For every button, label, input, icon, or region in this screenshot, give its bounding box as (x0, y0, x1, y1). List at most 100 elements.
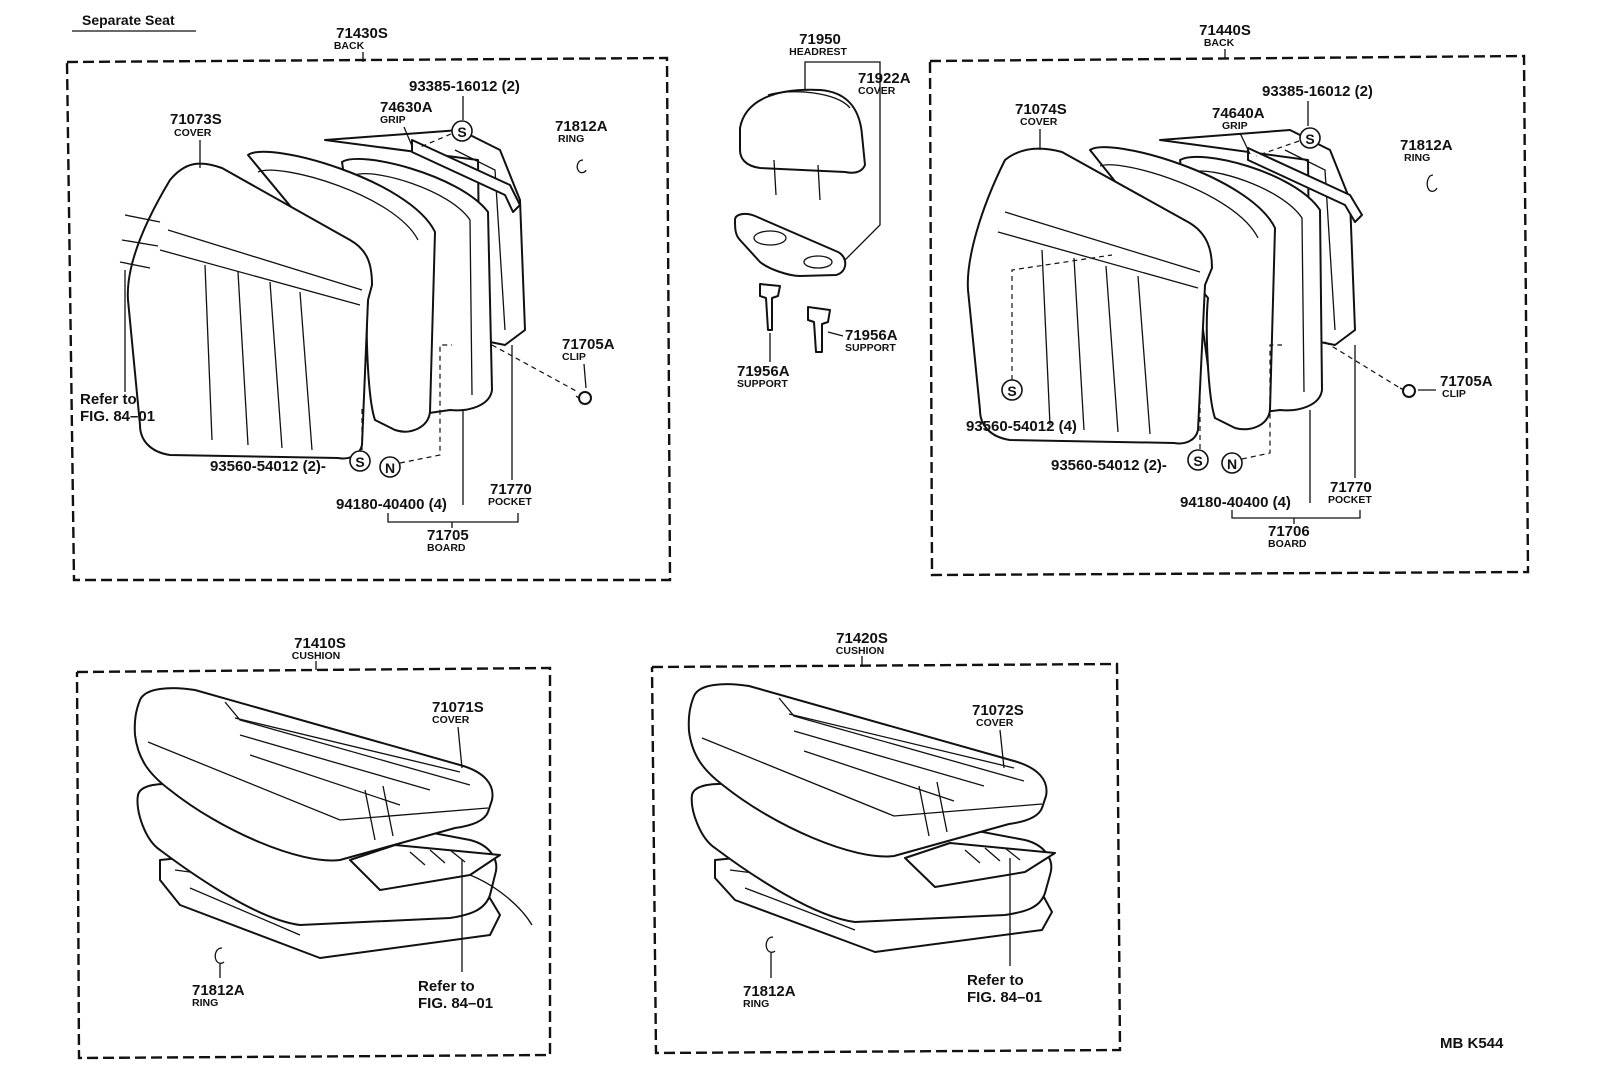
back-right-group: 71440S BACK 71074S COVER (928, 22, 1530, 577)
back-left-clip-label: CLIP (562, 351, 586, 363)
headrest-support-right-label: SUPPORT (845, 342, 896, 354)
cushion-left-cover (133, 687, 494, 862)
cushion-left-assy-part: 71410S (294, 635, 346, 652)
cushion-left-ring-label: RING (192, 997, 218, 1009)
back-right-board-label: BOARD (1268, 538, 1307, 550)
cushion-right-group: 71420S CUSHION 71072S COVER (650, 630, 1122, 1055)
back-left-group: 71430S BACK (65, 25, 672, 582)
back-left-grip (411, 139, 521, 213)
cushion-left-cover-part: 71071S (432, 699, 484, 716)
back-right-board-bracket (1231, 510, 1361, 519)
back-right-screw-part: 93385-16012 (2) (1262, 83, 1373, 100)
cushion-left-refer-line2: FIG. 84–01 (418, 995, 493, 1012)
back-right-assy-part: 71440S (1199, 22, 1251, 39)
cushion-right-frame (650, 662, 1122, 1055)
headrest-support-left-label: SUPPORT (737, 378, 788, 390)
back-left-clip-shape (575, 391, 592, 405)
back-right-screw-b-symbol-text: S (1193, 453, 1202, 469)
cushion-right-refer-line1: Refer to (967, 972, 1024, 989)
back-right-screw-a-symbol: S (1001, 379, 1023, 401)
back-left-pocket-part: 71770 (490, 481, 532, 498)
back-right-grip-part: 74640A (1212, 105, 1265, 122)
back-right-ring-part: 71812A (1400, 137, 1453, 154)
back-right-screw-symbol-text: S (1305, 131, 1314, 147)
back-right-clip-dash (1324, 341, 1401, 389)
headrest-assy-part: 71950 (799, 31, 841, 48)
back-right-grip-label: GRIP (1222, 120, 1248, 132)
back-left-cover-label: COVER (174, 127, 212, 139)
back-right-nut-symbol: N (1221, 452, 1243, 474)
back-left-screw2-symbol: S (349, 450, 371, 472)
cushion-left-refer-line1: Refer to (418, 978, 475, 995)
back-left-screw-symbol-text: S (457, 124, 466, 140)
back-right-screw-a-dash (1011, 254, 1113, 380)
back-left-nut-dash (399, 344, 452, 464)
back-right-nut-symbol-text: N (1227, 456, 1237, 472)
headrest-assy-label: HEADREST (789, 46, 847, 58)
headrest-support-left-part: 71956A (737, 363, 790, 380)
cushion-right-assy-part: 71420S (836, 630, 888, 647)
back-left-frame (65, 56, 672, 582)
back-right-screw-dash (1255, 140, 1300, 157)
back-left-ring-label: RING (558, 133, 584, 145)
back-left-cover (119, 162, 373, 460)
cushion-right-cover-part: 71072S (972, 702, 1024, 719)
back-left-board-bracket (387, 513, 519, 523)
back-left-ring-shape (576, 159, 587, 174)
back-left-nut-part: 94180-40400 (4) (336, 496, 447, 513)
back-left-clip-dash (491, 344, 579, 393)
back-right-frame (928, 54, 1530, 577)
back-left-board-label: BOARD (427, 542, 466, 554)
headrest-assy-bracket (804, 61, 881, 266)
back-right-nut-part: 94180-40400 (4) (1180, 494, 1291, 511)
cushion-right-cover (687, 683, 1048, 858)
back-right-grip (1247, 147, 1363, 223)
back-left-pad (247, 150, 436, 433)
back-left-clip-leader (583, 363, 587, 389)
back-left-assy-label: BACK (334, 40, 365, 52)
back-left-nut-symbol: N (379, 456, 401, 478)
headrest-cover-part: 71922A (858, 70, 911, 87)
back-left-assy-part: 71430S (336, 25, 388, 42)
diagram-title: Separate Seat (82, 12, 175, 28)
back-right-clip-label: CLIP (1442, 388, 1466, 400)
back-right-pad (1089, 146, 1276, 431)
cushion-left-ring-part: 71812A (192, 982, 245, 999)
back-right-clip-part: 71705A (1440, 373, 1493, 390)
cushion-right-cover-leader (999, 729, 1005, 769)
back-left-screw2-symbol-text: S (355, 454, 364, 470)
cushion-right-board (904, 842, 1056, 888)
cushion-right-ring-label: RING (743, 998, 769, 1010)
cushion-right-refer-line2: FIG. 84–01 (967, 989, 1042, 1006)
back-left-clip-part: 71705A (562, 336, 615, 353)
back-left-board-part: 71705 (427, 527, 469, 544)
cushion-right-assy-label: CUSHION (836, 645, 884, 657)
back-right-clip-shape (1399, 384, 1416, 398)
cushion-left-cover-label: COVER (432, 714, 470, 726)
headrest-cover-plate (734, 212, 847, 277)
back-left-pocket-label: POCKET (488, 496, 532, 508)
back-right-screw-a-symbol-text: S (1007, 383, 1016, 399)
back-left-cover-part: 71073S (170, 111, 222, 128)
back-left-nut-symbol-text: N (385, 460, 395, 476)
cushion-left-assy-label: CUSHION (292, 650, 340, 662)
drawing-code: MB K544 (1440, 1035, 1504, 1052)
headrest-group: 71950 HEADREST 71922A COVER 71956A SUPPO… (734, 31, 911, 390)
back-left-grip-leader (403, 126, 413, 147)
back-right-pocket-label: POCKET (1328, 494, 1372, 506)
back-left-screw2-part: 93560-54012 (2)- (210, 458, 326, 475)
cushion-right-cover-label: COVER (976, 717, 1014, 729)
back-right-screw-b-part: 93560-54012 (2)- (1051, 457, 1167, 474)
headrest-cover-label: COVER (858, 85, 896, 97)
back-right-cover-part: 71074S (1015, 101, 1067, 118)
back-left-screw-dash (417, 133, 452, 149)
back-right-ring-label: RING (1404, 152, 1430, 164)
back-right-nut-dash (1241, 344, 1282, 460)
back-left-grip-label: GRIP (380, 114, 406, 126)
cushion-left-cover-leader (457, 726, 463, 769)
cushion-right-ring-shape (765, 936, 776, 953)
back-right-cover (966, 147, 1213, 445)
cushion-left-ring-shape (214, 947, 225, 964)
